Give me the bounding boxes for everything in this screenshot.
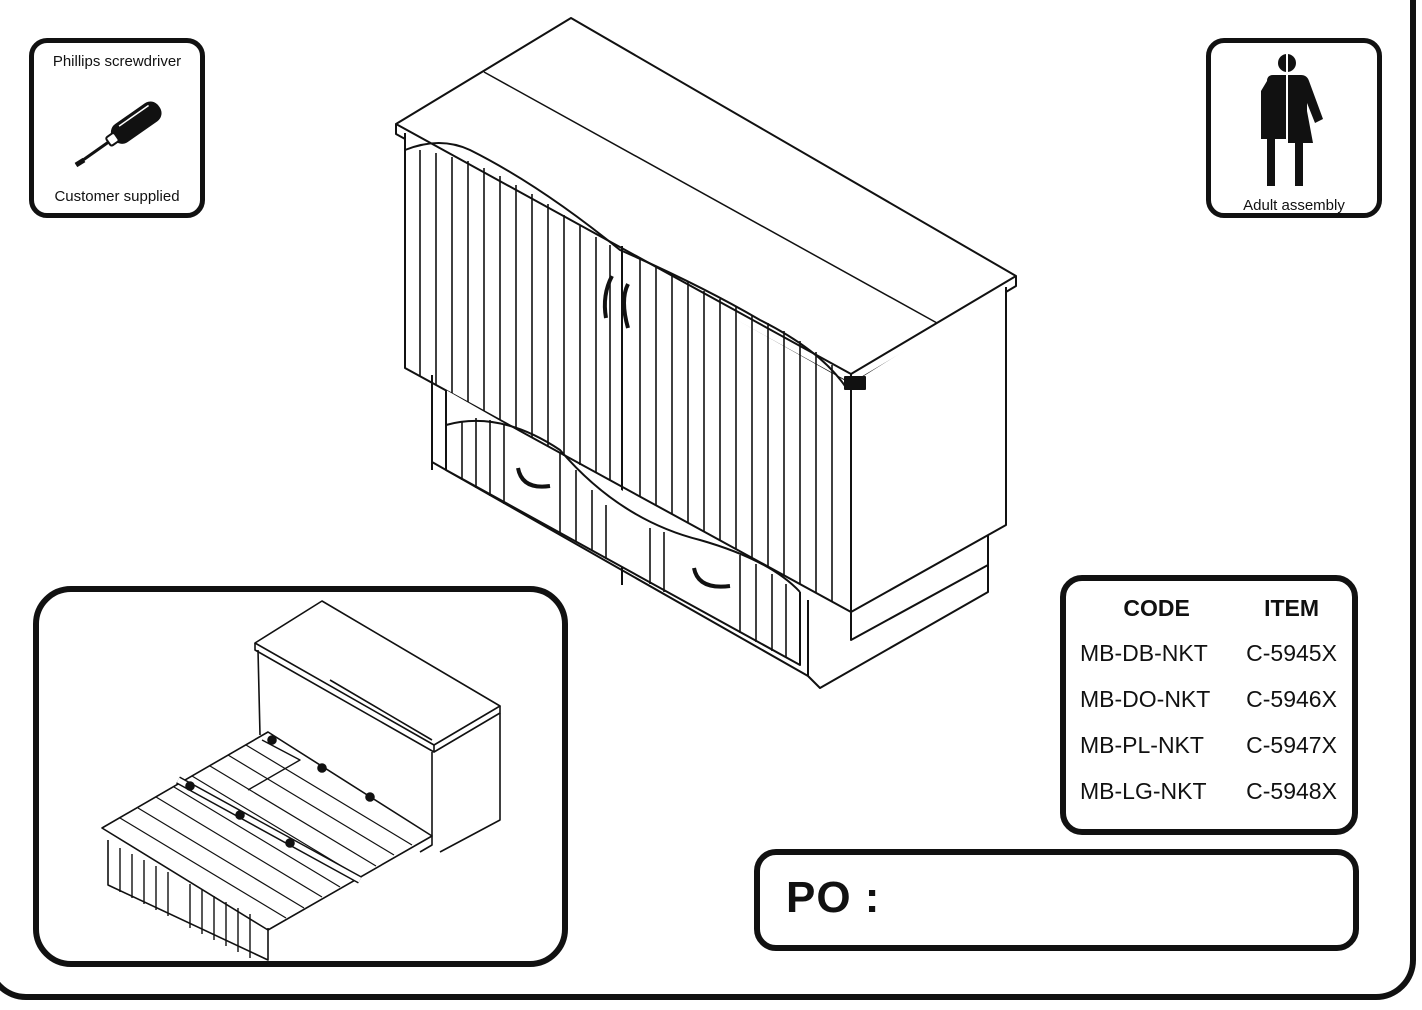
model-code-table: CODE ITEM MB-DB-NKT C-5945X MB-DO-NKT C-… — [1076, 595, 1346, 816]
item-header: ITEM — [1264, 595, 1320, 621]
table-header-row: CODE ITEM — [1076, 595, 1346, 632]
screwdriver-icon — [74, 101, 162, 168]
item-cell: C-5947X — [1246, 732, 1337, 758]
item-cell: C-5946X — [1246, 686, 1337, 712]
bed-open-illustration-panel — [33, 586, 568, 967]
assembly-requirement-panel: Adult assembly — [1206, 38, 1382, 218]
table-row: MB-PL-NKT C-5947X — [1076, 724, 1346, 770]
cabinet-bed-closed-illustration — [395, 17, 1017, 689]
code-header: CODE — [1123, 595, 1190, 621]
item-cell: C-5945X — [1246, 640, 1337, 666]
code-cell: MB-DB-NKT — [1080, 640, 1208, 666]
table-row: MB-DO-NKT C-5946X — [1076, 678, 1346, 724]
tool-title: Phillips screwdriver — [52, 53, 182, 70]
adult-figure-icon — [1261, 54, 1323, 187]
code-cell: MB-LG-NKT — [1080, 778, 1207, 804]
assembly-label: Adult assembly — [1243, 197, 1345, 214]
code-cell: MB-PL-NKT — [1080, 732, 1204, 758]
code-cell: MB-DO-NKT — [1080, 686, 1211, 712]
bed-open-illustration — [101, 600, 501, 961]
table-row: MB-LG-NKT C-5948X — [1076, 770, 1346, 816]
po-label: PO : — [786, 873, 881, 922]
tool-requirement-panel: Phillips screwdriver Customer supplied — [29, 38, 205, 218]
tool-note: Customer supplied — [54, 188, 180, 205]
model-code-panel: CODE ITEM MB-DB-NKT C-5945X MB-DO-NKT C-… — [1060, 575, 1358, 835]
item-cell: C-5948X — [1246, 778, 1337, 804]
po-field-panel[interactable]: PO : — [754, 849, 1359, 951]
table-row: MB-DB-NKT C-5945X — [1076, 632, 1346, 678]
